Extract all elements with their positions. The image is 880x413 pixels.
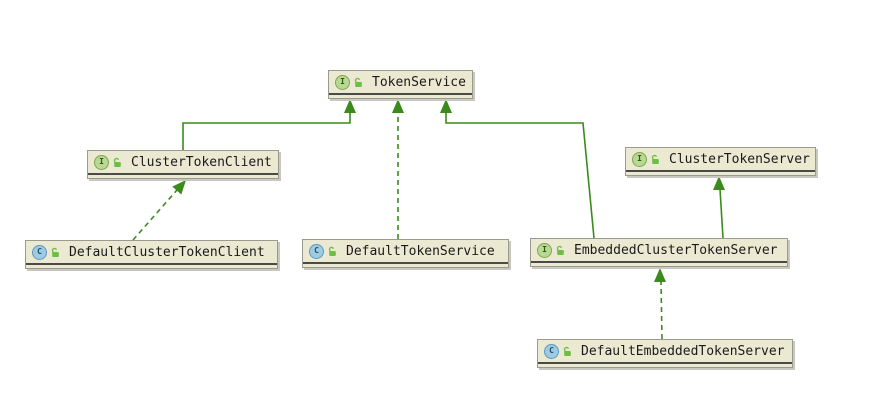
node-tokenservice[interactable]: I TokenService — [328, 70, 473, 99]
node-label: ClusterTokenClient — [131, 154, 272, 170]
edge-defaultclustertokenclient-implements-clustertokenclient — [132, 180, 186, 241]
lock-icon — [354, 77, 362, 87]
node-label: DefaultClusterTokenClient — [69, 244, 265, 260]
interface-icon: I — [537, 242, 552, 258]
interface-icon: I — [94, 154, 109, 170]
class-icon: C — [32, 244, 47, 260]
edge-defaultembeddedtokenserver-implements-embeddedclustertokenserver — [654, 268, 666, 340]
node-embeddedclustertokenserver[interactable]: I EmbeddedClusterTokenServer — [530, 238, 788, 267]
edge-embeddedclustertokenserver-extends-clustertokenserver — [713, 176, 725, 239]
edge-clustertokenclient-extends-tokenservice — [182, 99, 356, 151]
edge-embeddedclustertokenserver-extends-tokenservice — [440, 99, 595, 239]
node-label: EmbeddedClusterTokenServer — [574, 242, 778, 258]
lock-icon — [51, 247, 59, 257]
empty-compartment — [531, 263, 787, 266]
empty-compartment — [329, 95, 472, 98]
node-clustertokenserver[interactable]: I ClusterTokenServer — [625, 147, 816, 176]
node-label: ClusterTokenServer — [669, 151, 810, 167]
node-name-row: C DefaultTokenService — [303, 240, 508, 264]
empty-compartment — [88, 175, 278, 178]
empty-compartment — [626, 172, 815, 175]
lock-icon — [328, 246, 336, 256]
node-name-row: I ClusterTokenClient — [88, 151, 278, 175]
empty-compartment — [303, 264, 508, 267]
node-defaultembeddedtokenserver[interactable]: C DefaultEmbeddedTokenServer — [537, 339, 793, 368]
class-icon: C — [309, 243, 324, 259]
node-name-row: C DefaultClusterTokenClient — [26, 241, 277, 265]
node-label: TokenService — [372, 74, 466, 90]
node-clustertokenclient[interactable]: I ClusterTokenClient — [87, 150, 279, 179]
empty-compartment — [538, 364, 792, 367]
lock-icon — [113, 157, 121, 167]
interface-icon: I — [632, 151, 647, 167]
node-label: DefaultTokenService — [346, 243, 495, 259]
node-name-row: C DefaultEmbeddedTokenServer — [538, 340, 792, 364]
lock-icon — [651, 154, 659, 164]
lock-icon — [563, 346, 571, 356]
node-defaulttokenservice[interactable]: C DefaultTokenService — [302, 239, 509, 268]
node-defaultclustertokenclient[interactable]: C DefaultClusterTokenClient — [25, 240, 278, 269]
node-label: DefaultEmbeddedTokenServer — [581, 343, 785, 359]
lock-icon — [556, 245, 564, 255]
edge-defaulttokenservice-implements-tokenservice — [392, 99, 404, 239]
node-name-row: I EmbeddedClusterTokenServer — [531, 239, 787, 263]
node-name-row: I ClusterTokenServer — [626, 148, 815, 172]
class-icon: C — [544, 343, 559, 359]
empty-compartment — [26, 265, 277, 268]
node-name-row: I TokenService — [329, 71, 472, 95]
interface-icon: I — [335, 74, 350, 90]
